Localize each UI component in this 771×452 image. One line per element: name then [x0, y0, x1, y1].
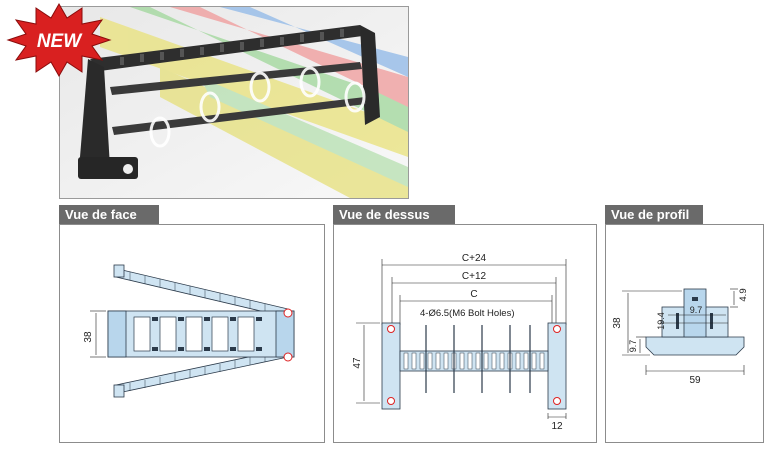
side-dim-9-7: 9.7 [628, 340, 638, 353]
side-view-drawing: 38 4.9 9.7 19.4 9.7 59 [612, 288, 749, 386]
top-bolt-holes-label: 4-Ø6.5(M6 Bolt Holes) [420, 308, 515, 319]
new-badge-label: NEW [37, 31, 83, 52]
top-dim-c24: C+24 [462, 253, 487, 264]
product-render [59, 6, 409, 199]
side-view-panel: 38 4.9 9.7 19.4 9.7 59 [605, 224, 764, 443]
side-dim-19-4: 19.4 [656, 312, 666, 330]
front-view-panel: 38 [59, 224, 325, 443]
top-view-drawing: C+24 C+12 C 4-Ø6.5(M6 Bolt Holes) 47 12 [352, 253, 567, 432]
top-dim-47: 47 [352, 357, 363, 369]
side-dim-4-9: 4.9 [738, 288, 749, 301]
side-dim-59: 59 [689, 375, 701, 386]
side-dim-9-7-top: 9.7 [690, 305, 703, 315]
new-badge: NEW [6, 2, 112, 78]
side-dim-38: 38 [612, 317, 623, 329]
front-view-title: Vue de face [59, 205, 159, 224]
top-dim-c: C [470, 289, 477, 300]
cable-carrier-illustration [60, 7, 408, 198]
top-dim-12: 12 [551, 421, 563, 432]
top-view-panel: C+24 C+12 C 4-Ø6.5(M6 Bolt Holes) 47 12 [333, 224, 597, 443]
side-view-title: Vue de profil [605, 205, 703, 224]
front-view-drawing: 38 [83, 264, 295, 398]
top-dim-c12: C+12 [462, 271, 487, 282]
front-dim-height: 38 [83, 331, 94, 343]
top-view-title: Vue de dessus [333, 205, 455, 224]
